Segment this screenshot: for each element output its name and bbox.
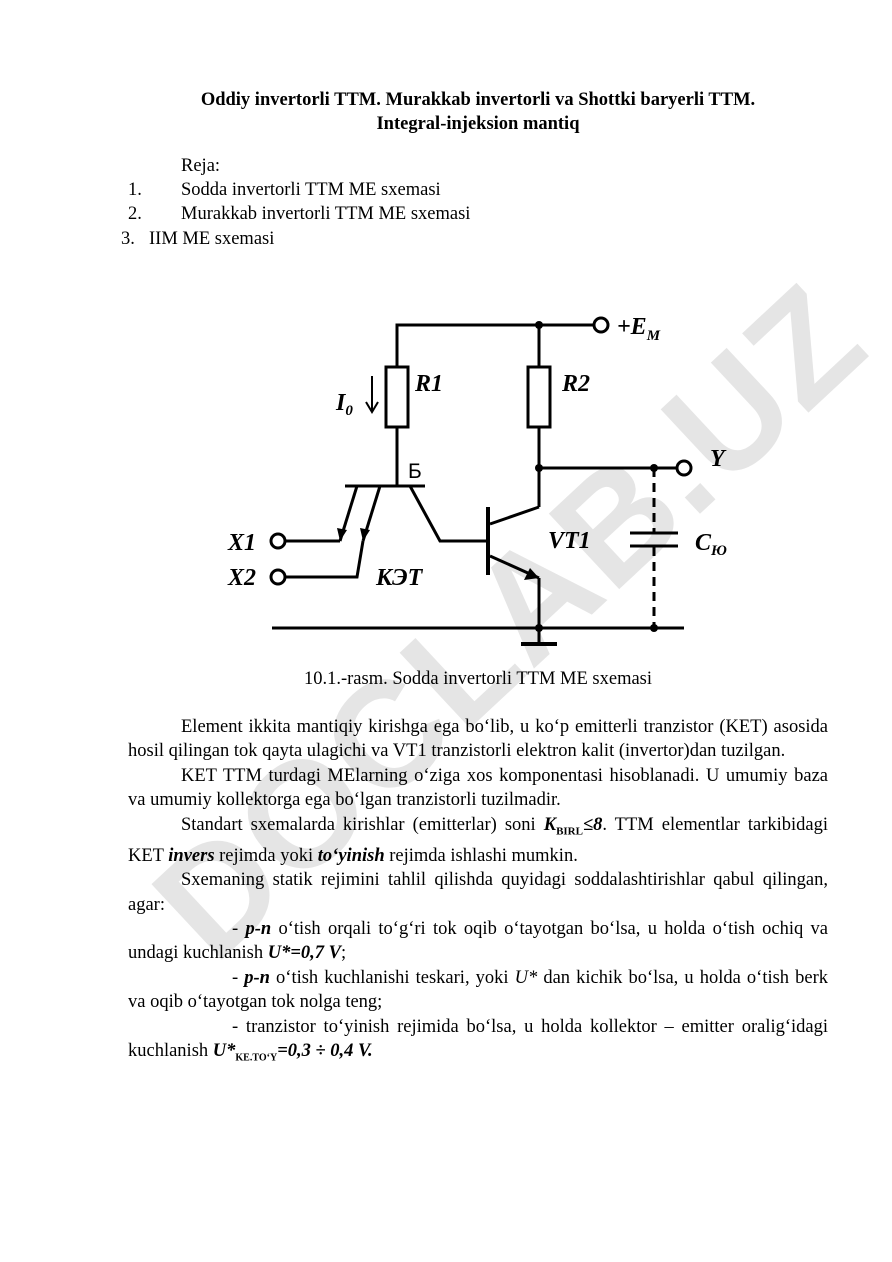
input-x2-terminal [269,568,287,586]
paragraph: KET TTM turdagi MElarning o‘ziga xos kom… [128,765,828,811]
junction-dot [535,464,543,472]
junction-dot [650,464,658,472]
bullet-paragraph: - p-n o‘tish kuchlanishi teskari, yoki U… [128,967,828,1013]
paragraph: Sxemaning statik rejimini tahlil qilishd… [128,870,828,915]
r1-label: R1 [414,371,443,397]
ket-collector [408,485,486,543]
plan-item: Sodda invertorli TTM ME sxemasi [181,180,441,200]
ket-emitter-arrow-1 [337,528,347,541]
circuit-diagram: +EM I0 R1 R2 Б Y VT1 CЮ X1 X2 КЭТ [227,314,727,646]
plan-heading: Reja: [181,156,221,176]
capacitor-label: CЮ [695,530,727,559]
page-subtitle: Integral-injeksion mantiq [376,114,580,134]
input-x1-terminal [269,532,287,550]
paragraph: Element ikkita mantiqiy kirishga ega bo‘… [128,717,828,762]
output-terminal [675,459,693,477]
junction-dot [535,321,543,329]
ket-emitter-arrow-2 [360,528,370,541]
figure-caption: 10.1.-rasm. Sodda invertorli TTM ME sxem… [303,669,653,689]
input-x2-label: X2 [227,565,256,591]
resistor-r2 [526,365,552,429]
r2-label: R2 [561,371,590,397]
plan-item: Murakkab invertorli TTM ME sxemasi [181,204,471,224]
supply-terminal [592,316,610,334]
input-x2-line [285,540,365,579]
bullet-paragraph: - p-n o‘tish orqali to‘g‘ri tok oqib o‘t… [128,918,828,964]
plan-item-number: 1. [128,180,142,200]
plan-item-number: 3. [121,229,135,249]
page-title: Oddiy invertorli TTM. Murakkab invertorl… [200,90,756,110]
bullet-paragraph: - tranzistor to‘yinish rejimida bo‘lsa, … [128,1016,828,1064]
junction-dot [650,624,658,632]
supply-label: +EM [617,314,661,344]
base-label: Б [408,460,422,483]
plan-item-number: 2. [128,204,142,224]
body-text: Element ikkita mantiqiy kirishga ega bo‘… [128,715,828,1071]
emitter-arrow [524,568,539,580]
ket-label: КЭТ [375,565,424,591]
vt1-collector [489,505,540,526]
output-label: Y [710,446,727,472]
paragraph: Standart sxemalarda kirishlar (emitterla… [128,814,828,866]
plan-item: IIM ME sxemasi [149,229,275,249]
current-label: I0 [335,390,353,419]
resistor-r1 [384,365,410,429]
transistor-label: VT1 [548,528,591,554]
input-x1-label: X1 [227,530,256,556]
junction-dot [535,624,543,632]
